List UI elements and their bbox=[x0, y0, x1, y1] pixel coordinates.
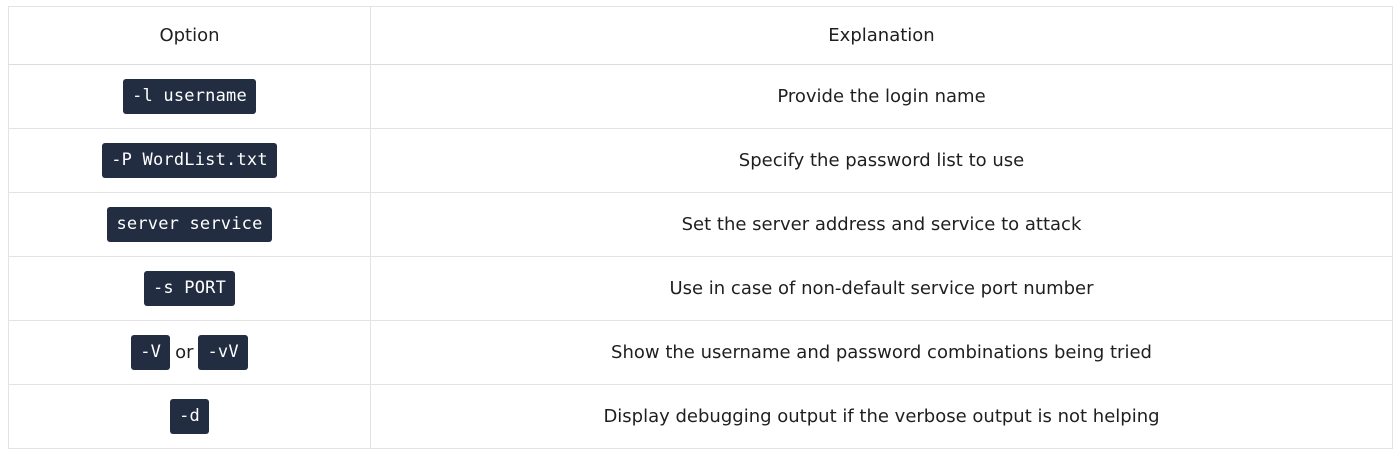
column-header-option: Option bbox=[8, 6, 371, 65]
option-code: server service bbox=[107, 207, 272, 242]
table-row: -l username Provide the login name bbox=[8, 64, 1393, 129]
table-row: -P WordList.txt Specify the password lis… bbox=[8, 128, 1393, 193]
option-code: -P WordList.txt bbox=[102, 143, 277, 178]
explanation-cell: Specify the password list to use bbox=[370, 128, 1393, 193]
column-header-explanation: Explanation bbox=[370, 6, 1393, 65]
explanation-cell: Use in case of non-default service port … bbox=[370, 256, 1393, 321]
explanation-cell: Show the username and password combinati… bbox=[370, 320, 1393, 385]
explanation-cell: Set the server address and service to at… bbox=[370, 192, 1393, 257]
table-row: -s PORT Use in case of non-default servi… bbox=[8, 256, 1393, 321]
explanation-cell: Provide the login name bbox=[370, 64, 1393, 129]
option-code: -l username bbox=[123, 79, 256, 114]
options-table: Option Explanation -l username Provide t… bbox=[8, 6, 1393, 449]
explanation-cell: Display debugging output if the verbose … bbox=[370, 384, 1393, 449]
option-cell: server service bbox=[8, 192, 371, 257]
option-cell: -l username bbox=[8, 64, 371, 129]
option-separator: or bbox=[175, 342, 194, 363]
table-row: server service Set the server address an… bbox=[8, 192, 1393, 257]
option-code: -d bbox=[170, 399, 209, 434]
option-cell: -P WordList.txt bbox=[8, 128, 371, 193]
option-cell: -s PORT bbox=[8, 256, 371, 321]
option-code: -V bbox=[131, 335, 171, 370]
option-code: -s PORT bbox=[143, 271, 236, 306]
table-header-row: Option Explanation bbox=[8, 6, 1393, 65]
option-cell: -d bbox=[8, 384, 371, 449]
table-row: -d Display debugging output if the verbo… bbox=[8, 384, 1393, 449]
option-code: -vV bbox=[198, 335, 248, 370]
